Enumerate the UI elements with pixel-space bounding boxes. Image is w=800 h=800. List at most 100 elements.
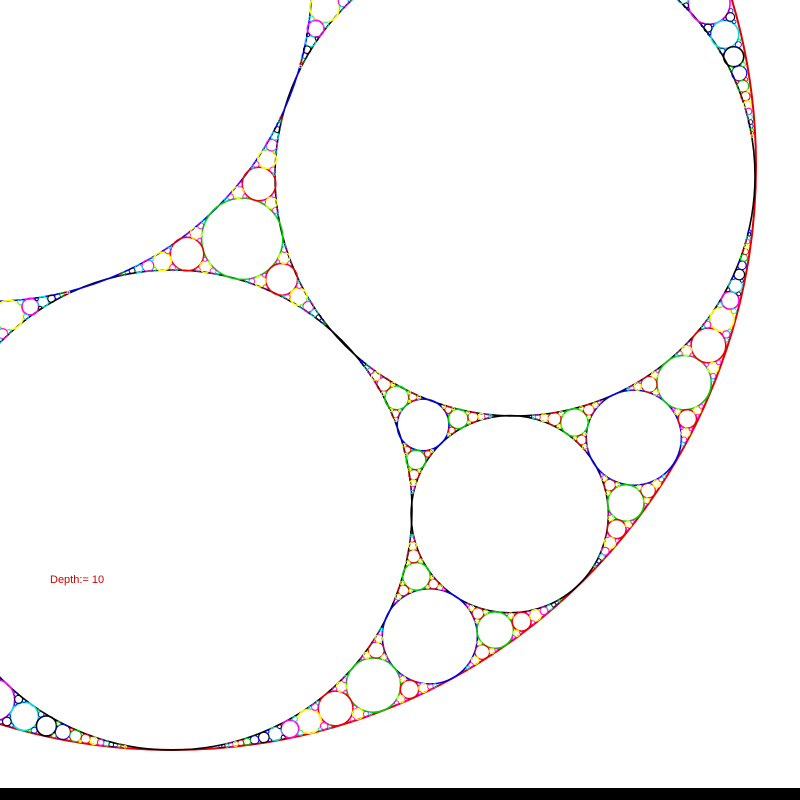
main-circle-center	[410, 414, 610, 614]
gasket-circle-278	[731, 19, 737, 24]
gasket-circle-56	[671, 407, 676, 412]
gasket-circle-364	[274, 212, 280, 217]
gasket-circle-176	[352, 704, 357, 710]
gasket-circle-161	[268, 738, 272, 743]
gasket-circle-19	[717, 302, 723, 308]
gasket-circle-111	[379, 374, 384, 379]
gasket-circle-412	[66, 290, 71, 295]
gasket-circle-30	[689, 352, 694, 358]
gasket-circle-49	[680, 441, 685, 447]
gasket-circle-102	[396, 398, 450, 452]
gasket-circle-86	[630, 519, 635, 524]
gasket-circle-296	[347, 0, 353, 2]
gasket-circle-379	[96, 738, 105, 747]
gasket-circle-99	[599, 472, 604, 477]
gasket-circle-345	[215, 270, 220, 276]
gasket-circle-317	[262, 272, 267, 278]
gasket-circle-163	[280, 735, 286, 740]
gasket-circle-321	[281, 242, 287, 248]
gasket-circle-273	[700, 22, 706, 28]
gasket-circle-73	[579, 406, 584, 411]
gasket-circle-334	[164, 247, 171, 254]
gasket-circle-166	[292, 716, 298, 722]
gasket-circle-311	[281, 294, 286, 299]
gasket-circle-266	[728, 65, 734, 71]
gasket-circle-318	[262, 284, 268, 290]
gasket-circle-177	[349, 716, 355, 722]
gasket-circle-53	[698, 403, 704, 409]
gasket-circle-34	[710, 378, 715, 383]
gasket-circle-202	[385, 658, 389, 662]
gasket-circle-323	[275, 259, 281, 265]
gasket-circle-28	[677, 350, 683, 357]
gasket-circle-226	[465, 665, 470, 670]
gasket-circle-216	[511, 635, 516, 640]
gasket-circle-150	[280, 719, 300, 739]
gasket-circle-16	[740, 278, 744, 283]
gasket-circle-204	[511, 611, 532, 632]
gasket-circle-69	[572, 435, 578, 441]
gasket-circle-145	[446, 432, 451, 437]
gasket-circle-316	[245, 278, 250, 283]
gasket-circle-64	[558, 410, 564, 417]
gasket-circle-374	[35, 715, 58, 737]
gasket-circle-14	[747, 229, 752, 234]
gasket-circle-207	[546, 604, 553, 611]
gasket-circle-187	[416, 682, 421, 686]
gasket-circle-240	[393, 598, 398, 603]
gasket-circle-265	[744, 77, 749, 82]
gasket-circle-267	[740, 61, 746, 68]
gasket-circle-120	[407, 390, 412, 395]
gasket-circle-397	[7, 714, 11, 718]
gasket-circle-139	[465, 410, 470, 415]
gasket-circle-308	[299, 304, 304, 309]
gasket-circle-368	[227, 193, 234, 201]
gasket-circle-277	[728, 8, 734, 14]
gasket-circle-98	[601, 475, 608, 482]
gasket-circle-245	[441, 587, 446, 592]
gasket-circle-269	[717, 46, 721, 51]
gasket-circle-228	[494, 647, 499, 652]
gasket-circle-408	[47, 294, 56, 303]
gasket-circle-154	[243, 737, 252, 746]
gasket-circle-63	[556, 423, 562, 430]
gasket-circle-178	[335, 681, 347, 693]
gasket-circle-338	[189, 226, 203, 240]
gasket-circle-212	[530, 620, 536, 625]
gasket-circle-109	[359, 359, 364, 364]
gasket-circle-343	[199, 260, 212, 274]
gasket-circle-112	[380, 390, 387, 396]
gasket-circle-164	[277, 724, 282, 729]
gasket-circle-153	[249, 735, 260, 745]
gasket-circle-340	[201, 219, 206, 225]
gasket-circle-59	[539, 413, 549, 423]
gasket-circle-350	[265, 138, 279, 152]
gasket-circle-193	[404, 697, 408, 702]
gasket-circle-172	[308, 706, 312, 710]
gasket-circle-214	[504, 612, 509, 616]
gasket-circle-332	[149, 257, 154, 262]
gasket-circle-5	[728, 278, 743, 294]
gasket-circle-42	[652, 389, 660, 396]
gasket-circle-220	[465, 603, 470, 608]
gasket-circle-400	[13, 691, 18, 697]
gasket-circle-151	[268, 726, 283, 742]
gasket-circle-346	[195, 266, 201, 273]
gasket-circle-144	[447, 426, 456, 435]
gasket-circle-50	[688, 427, 693, 432]
gasket-circle-180	[344, 675, 348, 679]
gasket-circle-305	[315, 314, 322, 321]
gasket-circle-281	[683, 2, 689, 9]
gasket-circle-128	[407, 467, 412, 472]
gasket-circle-336	[169, 264, 176, 271]
gasket-circle-87	[625, 527, 630, 531]
gasket-circle-129	[423, 449, 432, 458]
gasket-circle-415	[23, 313, 30, 320]
gasket-circle-205	[529, 609, 542, 622]
gasket-circle-65	[576, 434, 587, 446]
gasket-circle-247	[425, 584, 430, 590]
gasket-circle-121	[407, 399, 412, 404]
gasket-circle-78	[600, 546, 610, 556]
gasket-circle-237	[418, 558, 424, 564]
gasket-circle-307	[322, 321, 327, 326]
